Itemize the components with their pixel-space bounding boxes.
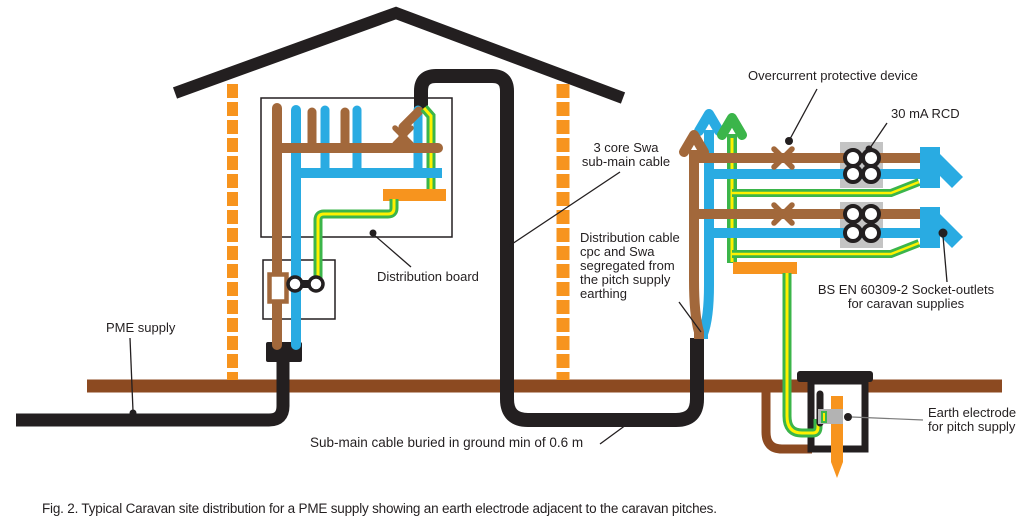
pme-link-bar	[295, 280, 316, 288]
pme-leader-dot	[129, 409, 137, 417]
buried-cable-label: Sub-main cable buried in ground min of 0…	[310, 435, 584, 450]
earth-electrode-label: Earth electrode for pitch supply	[928, 405, 1017, 434]
pme-supply-label: PME supply	[106, 320, 176, 335]
main-fuse-x-icon	[392, 125, 414, 147]
overcurrent-leader	[789, 88, 818, 140]
distribution-board-internals	[272, 103, 446, 350]
distribution-board-label: Distribution board	[377, 269, 479, 284]
buried-cable-leader	[599, 421, 631, 445]
pme-supply-cable	[16, 350, 290, 427]
overcurrent-leader-dot	[785, 137, 793, 145]
overcurrent-device-x-icon	[771, 202, 795, 226]
house-roof	[172, 6, 626, 104]
earth-arrow-icon	[717, 113, 747, 140]
circuit2-cpc-green	[732, 239, 921, 258]
circuit2-cpc-yellow	[732, 241, 920, 256]
electrode-leader	[851, 416, 924, 421]
clamp-cable-end-yellow	[823, 413, 825, 421]
service-fuse	[267, 272, 289, 304]
phase-arrow-icon	[679, 130, 709, 157]
pme-link-terminal	[286, 275, 304, 293]
socket-leader-dot	[938, 228, 948, 238]
rcd1-terminals	[843, 148, 881, 184]
socket-outlets-label: BS EN 60309-2 Socket-outlets for caravan…	[817, 282, 995, 311]
pme-leader	[129, 337, 134, 412]
electrode-leader-dot	[844, 413, 852, 421]
leader-lines	[129, 88, 948, 445]
rcd2-terminals	[843, 204, 881, 243]
swa-sub-main-cable	[414, 69, 704, 427]
house-wall-posts	[227, 84, 570, 380]
socket-outlet-icon-1	[920, 147, 963, 188]
meter-internals	[267, 272, 325, 304]
neutral-arrow-icon	[694, 109, 724, 136]
earthing-conductor-yellow	[316, 199, 396, 278]
rcd-label: 30 mA RCD	[891, 106, 960, 121]
sub-main-cable-label: 3 core Swa sub-main cable	[581, 140, 671, 169]
socket-outlet-icon-2	[920, 207, 963, 248]
pitch-earthing-conductor-yellow	[785, 273, 820, 435]
board-leader-dot	[369, 229, 377, 237]
earth-electrode-spike	[831, 396, 843, 478]
pitch-supply-pillar	[679, 109, 963, 339]
soil-trench-curve	[761, 390, 812, 454]
socket-leader	[942, 235, 948, 283]
circuit1-cpc-green	[732, 178, 921, 197]
figure-caption: Fig. 2. Typical Caravan site distributio…	[42, 501, 717, 516]
distcable-leader	[678, 301, 702, 333]
distribution-cable-label: Distribution cable cpc and Swa segregate…	[580, 230, 680, 301]
earth-bar	[383, 189, 446, 201]
board-leader	[372, 233, 412, 268]
overcurrent-device-label: Overcurrent protective device	[748, 68, 918, 83]
rcd-leader	[869, 122, 888, 149]
incomer-earth-yellow	[422, 107, 433, 191]
pillar-phase-riser	[689, 150, 704, 339]
pit-lid	[797, 371, 873, 382]
rcd-leader-dot	[865, 145, 873, 153]
earth-electrode-pit	[761, 273, 873, 478]
circuit1-cpc-yellow	[732, 180, 920, 195]
pitch-earth-bar	[733, 262, 797, 274]
pme-link-terminal	[307, 275, 325, 293]
overcurrent-device-x-icon	[771, 146, 795, 170]
submain-leader	[508, 171, 621, 247]
